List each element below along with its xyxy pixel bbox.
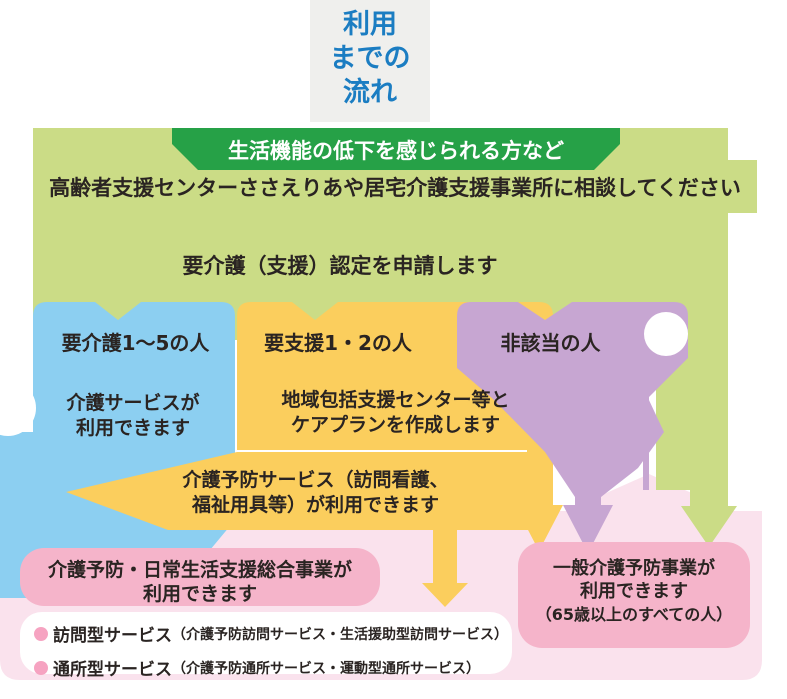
service-list: 訪問型サービス （介護予防訪問サービス・生活援助型訪問サービス） 通所型サービス…: [34, 621, 508, 689]
bullet-icon: [34, 626, 48, 641]
sogo-line: 利用できます: [142, 583, 257, 605]
service-detail: （介護予防訪問サービス・生活援助型訪問サービス）: [172, 626, 508, 643]
flow-title-line: 利用: [343, 9, 397, 40]
ippan-box-shape: [518, 542, 750, 648]
ippan-line: （65歳以上のすべての人）: [535, 605, 733, 624]
green-area-shape: [33, 128, 757, 340]
branch-label-shien: 要支援1・2の人: [264, 331, 412, 355]
yellow-down-arrow-left: [422, 512, 468, 607]
shien-plan-line: ケアプランを作成します: [290, 414, 500, 436]
white-cutout-right: [644, 312, 688, 356]
service-detail: （介護予防通所サービス・運動型通所サービス）: [172, 660, 480, 677]
service-row-homon: 訪問型サービス （介護予防訪問サービス・生活援助型訪問サービス）: [34, 621, 508, 646]
service-row-tsusho: 通所型サービス （介護予防通所サービス・運動型通所サービス）: [34, 655, 504, 680]
flow-title-line: までの: [329, 43, 411, 74]
flow-title-box: 利用 までの 流れ: [310, 0, 430, 122]
sogo-line: 介護予防・日常生活支援総合事業が: [47, 559, 352, 581]
apply-text: 要介護（支援）認定を申請します: [182, 254, 498, 278]
ippan-line: 一般介護予防事業が: [553, 558, 715, 579]
shien-plan-line: 地域包括支援センター等と: [281, 389, 510, 411]
purple-branch-shape: [457, 302, 688, 553]
sogo-box-shape: [20, 548, 380, 606]
sogo-jigyo-text: 介護予防・日常生活支援総合事業が 利用できます: [20, 558, 380, 606]
prevention-line: 介護予防サービス（訪問看護、: [182, 469, 449, 491]
badge-label: 生活機能の低下を感じられる方など: [228, 139, 564, 163]
bullet-icon: [34, 660, 48, 675]
prevention-service-text: 介護予防サービス（訪問看護、 福祉用具等）が利用できます: [108, 468, 523, 518]
ippan-line: 利用できます: [580, 581, 688, 602]
service-name: 訪問型サービス: [53, 626, 172, 646]
yellow-down-arrow-right: [515, 450, 563, 551]
prevention-line: 福祉用具等）が利用できます: [191, 494, 439, 516]
branch-label-higaito: 非該当の人: [500, 331, 601, 355]
white-cutout-left: [0, 380, 36, 436]
green-badge-shape: [172, 128, 620, 170]
consult-text: 高齢者支援センターささえりあや居宅介護支援事業所に相談してください: [49, 176, 741, 200]
green-down-arrow: [656, 338, 737, 547]
kaigo-result-text: 介護サービスが 利用できます: [33, 391, 233, 441]
yellow-ribbon-shape: [66, 452, 553, 530]
service-list-box-shape: [20, 612, 512, 674]
branch-label-kaigo: 要介護1〜5の人: [61, 331, 210, 355]
purple-thin-line: [643, 368, 649, 490]
kaigo-result-line: 利用できます: [75, 417, 190, 439]
flow-title-line: 流れ: [343, 77, 397, 108]
shien-plan-text: 地域包括支援センター等と ケアプランを作成します: [243, 388, 548, 438]
service-name: 通所型サービス: [53, 660, 172, 680]
ippan-yobo-text: 一般介護予防事業が 利用できます （65歳以上のすべての人）: [518, 557, 750, 626]
kaigo-result-line: 介護サービスが: [66, 392, 200, 414]
